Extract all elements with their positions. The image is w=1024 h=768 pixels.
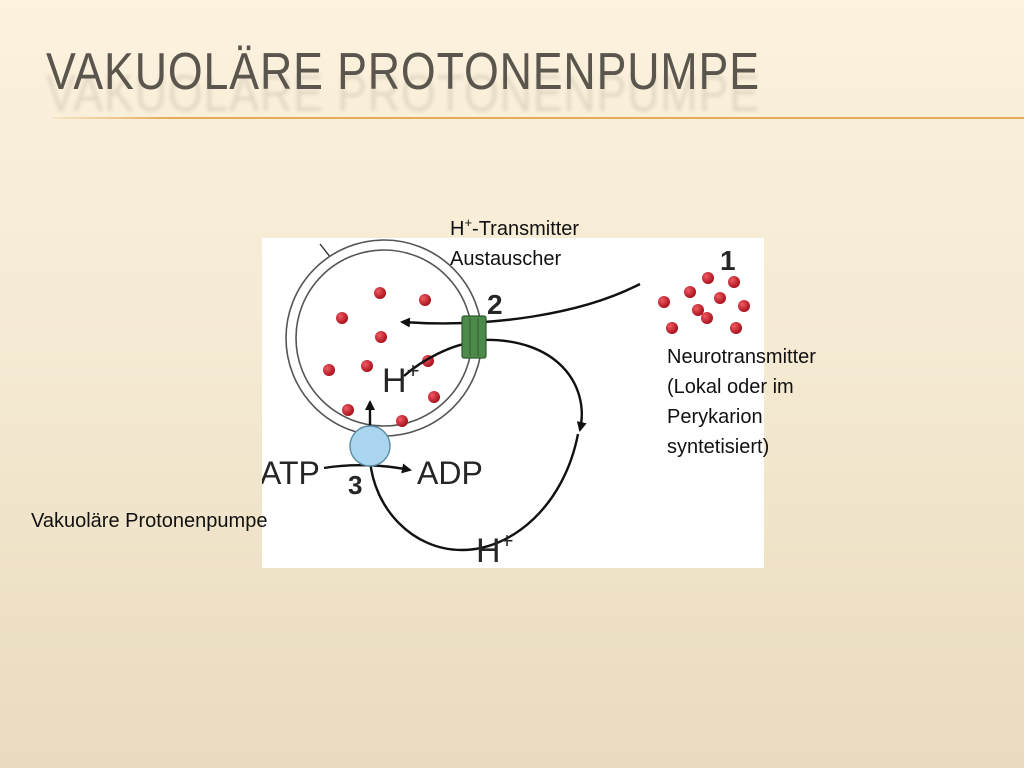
neurotransmitter-dot: [375, 331, 387, 343]
neurotransmitter-dot: [702, 272, 714, 284]
title-underline: [52, 117, 1024, 119]
neurotransmitter-dot: [666, 322, 678, 334]
neurotransmitter-line: Neurotransmitter: [667, 346, 816, 368]
exchanger-body: [461, 315, 487, 359]
exchanger-label-h: H: [450, 218, 465, 240]
proton-return-arrow: [461, 433, 580, 552]
neurotransmitter-dot: [396, 415, 408, 427]
exchanger-transporter: [461, 315, 487, 359]
vesicle-diagram: 1 2 3 H+ ATP ADP H+: [262, 238, 764, 568]
proton-pump-label: Vakuoläre Protonenpumpe: [31, 510, 268, 532]
inner-proton-sup: +: [407, 358, 420, 383]
neurotransmitter-dot: [738, 300, 750, 312]
vesicle-neurotransmitters: [323, 287, 440, 427]
proton-pump: [349, 425, 391, 467]
vesicle-svg: 1 2 3 H+ ATP ADP H+: [262, 239, 750, 568]
step-1-number: 1: [720, 245, 736, 276]
proton-efflux-arrow: [476, 338, 587, 432]
exchanger-label: H+-Transmitter Austauscher: [450, 214, 579, 274]
neurotransmitter-dot: [323, 364, 335, 376]
neurotransmitter-dot: [728, 276, 740, 288]
step-3-number: 3: [348, 470, 362, 500]
neurotransmitter-dot: [419, 294, 431, 306]
neurotransmitter-label: Neurotransmitter (Lokal oder im Perykari…: [667, 342, 816, 462]
neurotransmitter-dot: [714, 292, 726, 304]
inner-proton-h: H: [382, 362, 407, 400]
bottom-proton-h: H: [476, 532, 501, 568]
neurotransmitter-line: Perykarion: [667, 406, 763, 428]
neurotransmitter-dot: [374, 287, 386, 299]
bottom-proton-label: H+: [476, 528, 513, 568]
neurotransmitter-line: (Lokal oder im: [667, 376, 794, 398]
neurotransmitter-dot: [684, 286, 696, 298]
slide-title: Vakuoläre Protonenpumpe: [46, 43, 760, 101]
atp-label: ATP: [262, 455, 320, 491]
neurotransmitter-dot: [361, 360, 373, 372]
neurotransmitter-dot: [342, 404, 354, 416]
neurotransmitter-dot: [701, 312, 713, 324]
neurotransmitter-dot: [428, 391, 440, 403]
external-neurotransmitters: [658, 272, 750, 334]
neurotransmitter-line: syntetisiert): [667, 436, 770, 458]
neurotransmitter-dot: [336, 312, 348, 324]
neurotransmitter-dot: [730, 322, 742, 334]
exchanger-label-line2: Austauscher: [450, 248, 562, 270]
proton-pump-inflow-arrow: [365, 400, 463, 552]
bottom-proton-sup: +: [501, 528, 514, 553]
adp-label: ADP: [417, 455, 483, 491]
exchanger-label-rest: -Transmitter: [472, 218, 580, 240]
inner-proton-label: H+: [382, 358, 419, 400]
neurotransmitter-dot: [692, 304, 704, 316]
neurotransmitter-dot: [658, 296, 670, 308]
step-2-number: 2: [487, 289, 503, 320]
exchanger-label-sup: +: [464, 215, 473, 230]
transmitter-uptake-arrow: [400, 282, 641, 328]
